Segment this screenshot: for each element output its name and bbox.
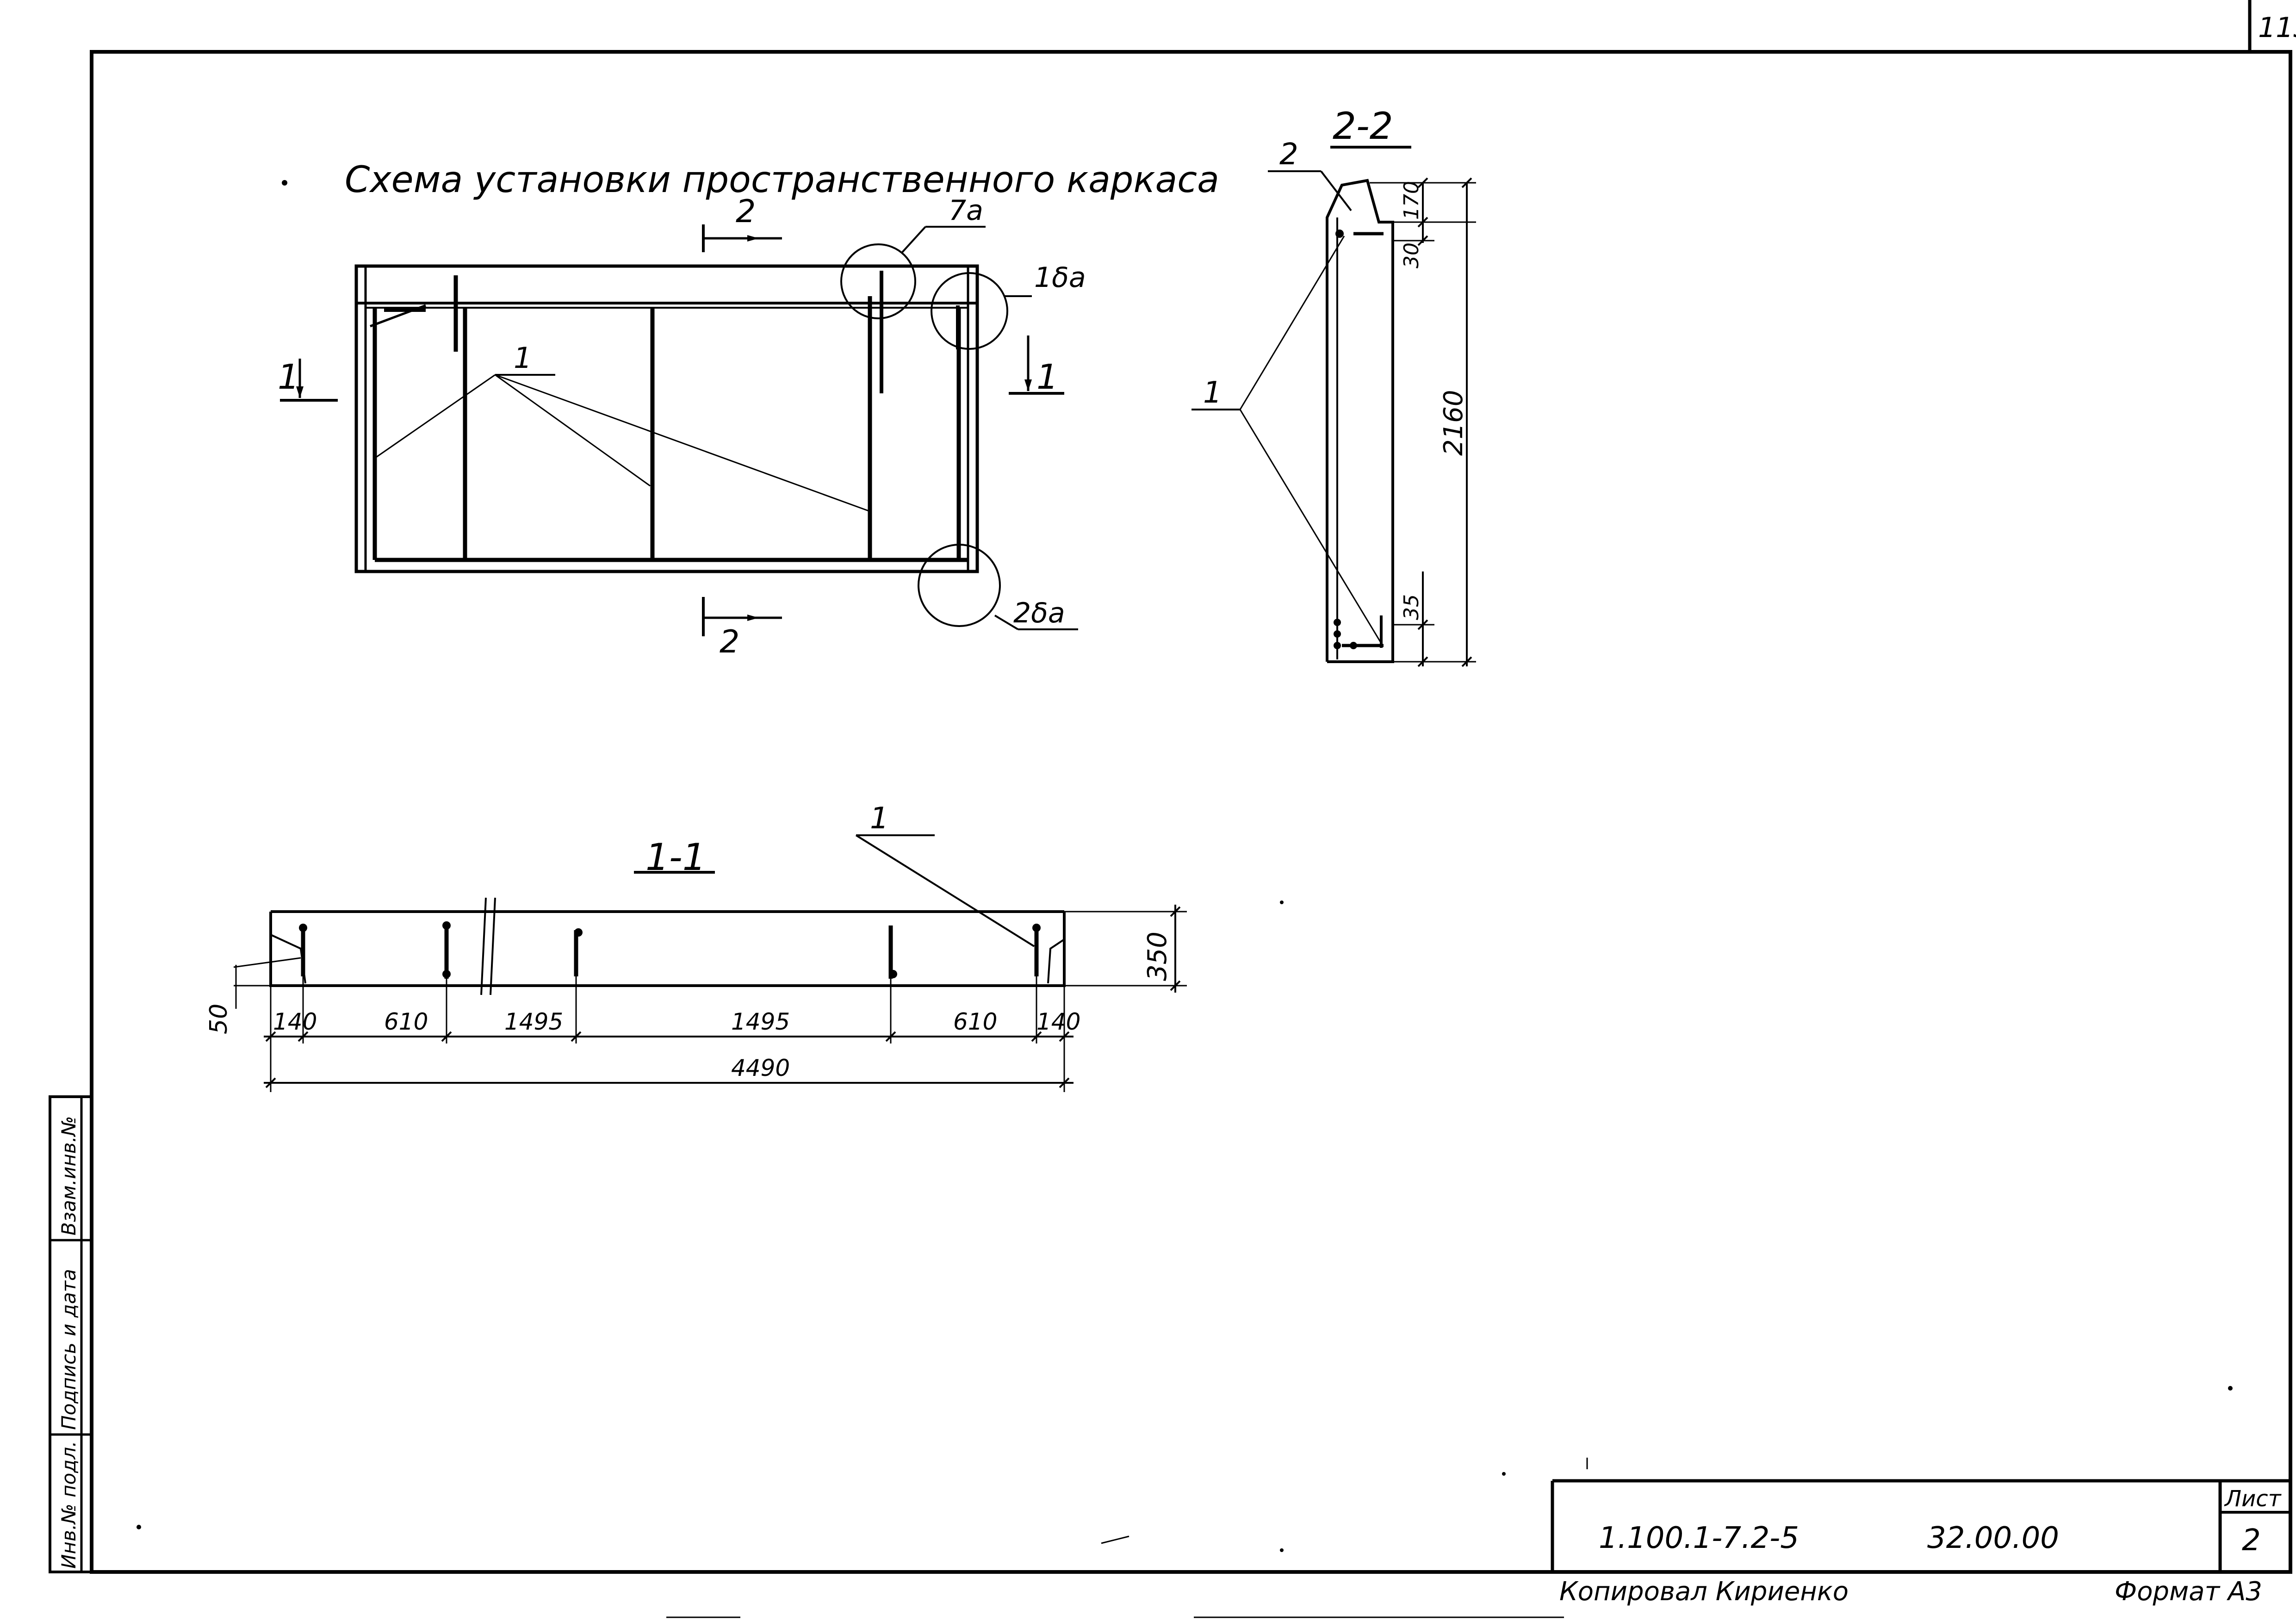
callout-7a-label: 7а bbox=[949, 194, 983, 227]
dim-1-1-height: 350 bbox=[1142, 932, 1173, 981]
dim-seg-5: 610 bbox=[953, 1008, 997, 1035]
stamp-sign-date: Подпись и дата bbox=[57, 1269, 80, 1430]
callout-1da-label: 1δа bbox=[1034, 261, 1086, 294]
sheet-number: 2 bbox=[2242, 1523, 2261, 1558]
section-1-1-pos-1: 1 bbox=[870, 801, 889, 836]
callout-circle-1da bbox=[931, 272, 1008, 350]
drawing-code: 32.00.00 bbox=[1927, 1521, 2059, 1555]
scheme-pos-1: 1 bbox=[514, 341, 532, 375]
cut-marker-1-right: 1 bbox=[1009, 335, 1064, 397]
section-2-2-dimensions: 170 30 2160 35 bbox=[1370, 177, 1476, 667]
callout-2da-label: 2δа bbox=[1013, 597, 1065, 629]
cut-right-number: 1 bbox=[1036, 357, 1058, 397]
callout-circle-7a bbox=[840, 243, 916, 319]
section-1-1: 1-1 1 350 bbox=[205, 801, 1187, 1092]
section-1-1-frames bbox=[299, 921, 1041, 979]
callout-circle-2da bbox=[918, 544, 1001, 627]
cut-marker-2-bottom: 2 bbox=[702, 597, 782, 660]
cut-marker-2-top: 2 bbox=[702, 193, 782, 252]
cut-bottom-number: 2 bbox=[720, 624, 739, 660]
side-stamp: Инв.№ подл. Подпись и дата Взам.инв.№ bbox=[49, 1095, 93, 1573]
dim-2-2-bottom: 35 bbox=[1400, 594, 1423, 620]
dim-1-1-left-offset: 50 bbox=[205, 1004, 233, 1034]
dim-total: 4490 bbox=[731, 1055, 790, 1081]
scheme-title: Схема установки пространственного каркас… bbox=[345, 159, 1219, 201]
transverse-frames bbox=[453, 271, 960, 560]
sheet-label: Лист bbox=[2224, 1486, 2282, 1512]
stamp-vzam-inv: Взам.инв.№ bbox=[57, 1116, 80, 1236]
installation-scheme: Схема установки пространственного каркас… bbox=[278, 159, 1219, 660]
dim-seg-4: 1495 bbox=[731, 1008, 790, 1035]
dim-2-2-top: 170 bbox=[1400, 181, 1423, 220]
title-block: 1.100.1-7.2-5 32.00.00 Лист 2 bbox=[1551, 1479, 2290, 1572]
section-2-2-pos-1: 1 bbox=[1203, 376, 1222, 410]
dim-seg-2: 610 bbox=[384, 1008, 428, 1035]
scan-specks bbox=[137, 901, 2233, 1552]
dim-2-2-mid: 30 bbox=[1400, 242, 1423, 268]
doc-code: 1.100.1-7.2-5 bbox=[1599, 1521, 1799, 1555]
stamp-inv-podl: Инв.№ подл. bbox=[57, 1441, 80, 1569]
dim-seg-3: 1495 bbox=[504, 1008, 563, 1035]
cut-top-number: 2 bbox=[736, 193, 756, 230]
page-number: 113 bbox=[2258, 12, 2296, 44]
format-label: Формат А3 bbox=[2115, 1577, 2262, 1607]
section-1-1-segment-dims: 140 610 1495 1495 610 140 bbox=[264, 976, 1080, 1092]
cut-left-number: 1 bbox=[278, 357, 299, 397]
slab-plan-outline bbox=[354, 264, 979, 573]
dim-seg-1: 140 bbox=[273, 1008, 317, 1035]
dim-seg-6: 140 bbox=[1036, 1008, 1080, 1035]
sheet-frame bbox=[90, 0, 2292, 1574]
section-2-2-pos-2: 2 bbox=[1279, 137, 1298, 172]
section-2-2: 2-2 2 1 bbox=[1191, 105, 1476, 667]
copied-by: Копировал Кириенко bbox=[1559, 1577, 1849, 1607]
dim-2-2-height: 2160 bbox=[1439, 390, 1469, 456]
section-2-2-title: 2-2 bbox=[1333, 105, 1393, 148]
cut-marker-1-left: 1 bbox=[278, 357, 338, 402]
